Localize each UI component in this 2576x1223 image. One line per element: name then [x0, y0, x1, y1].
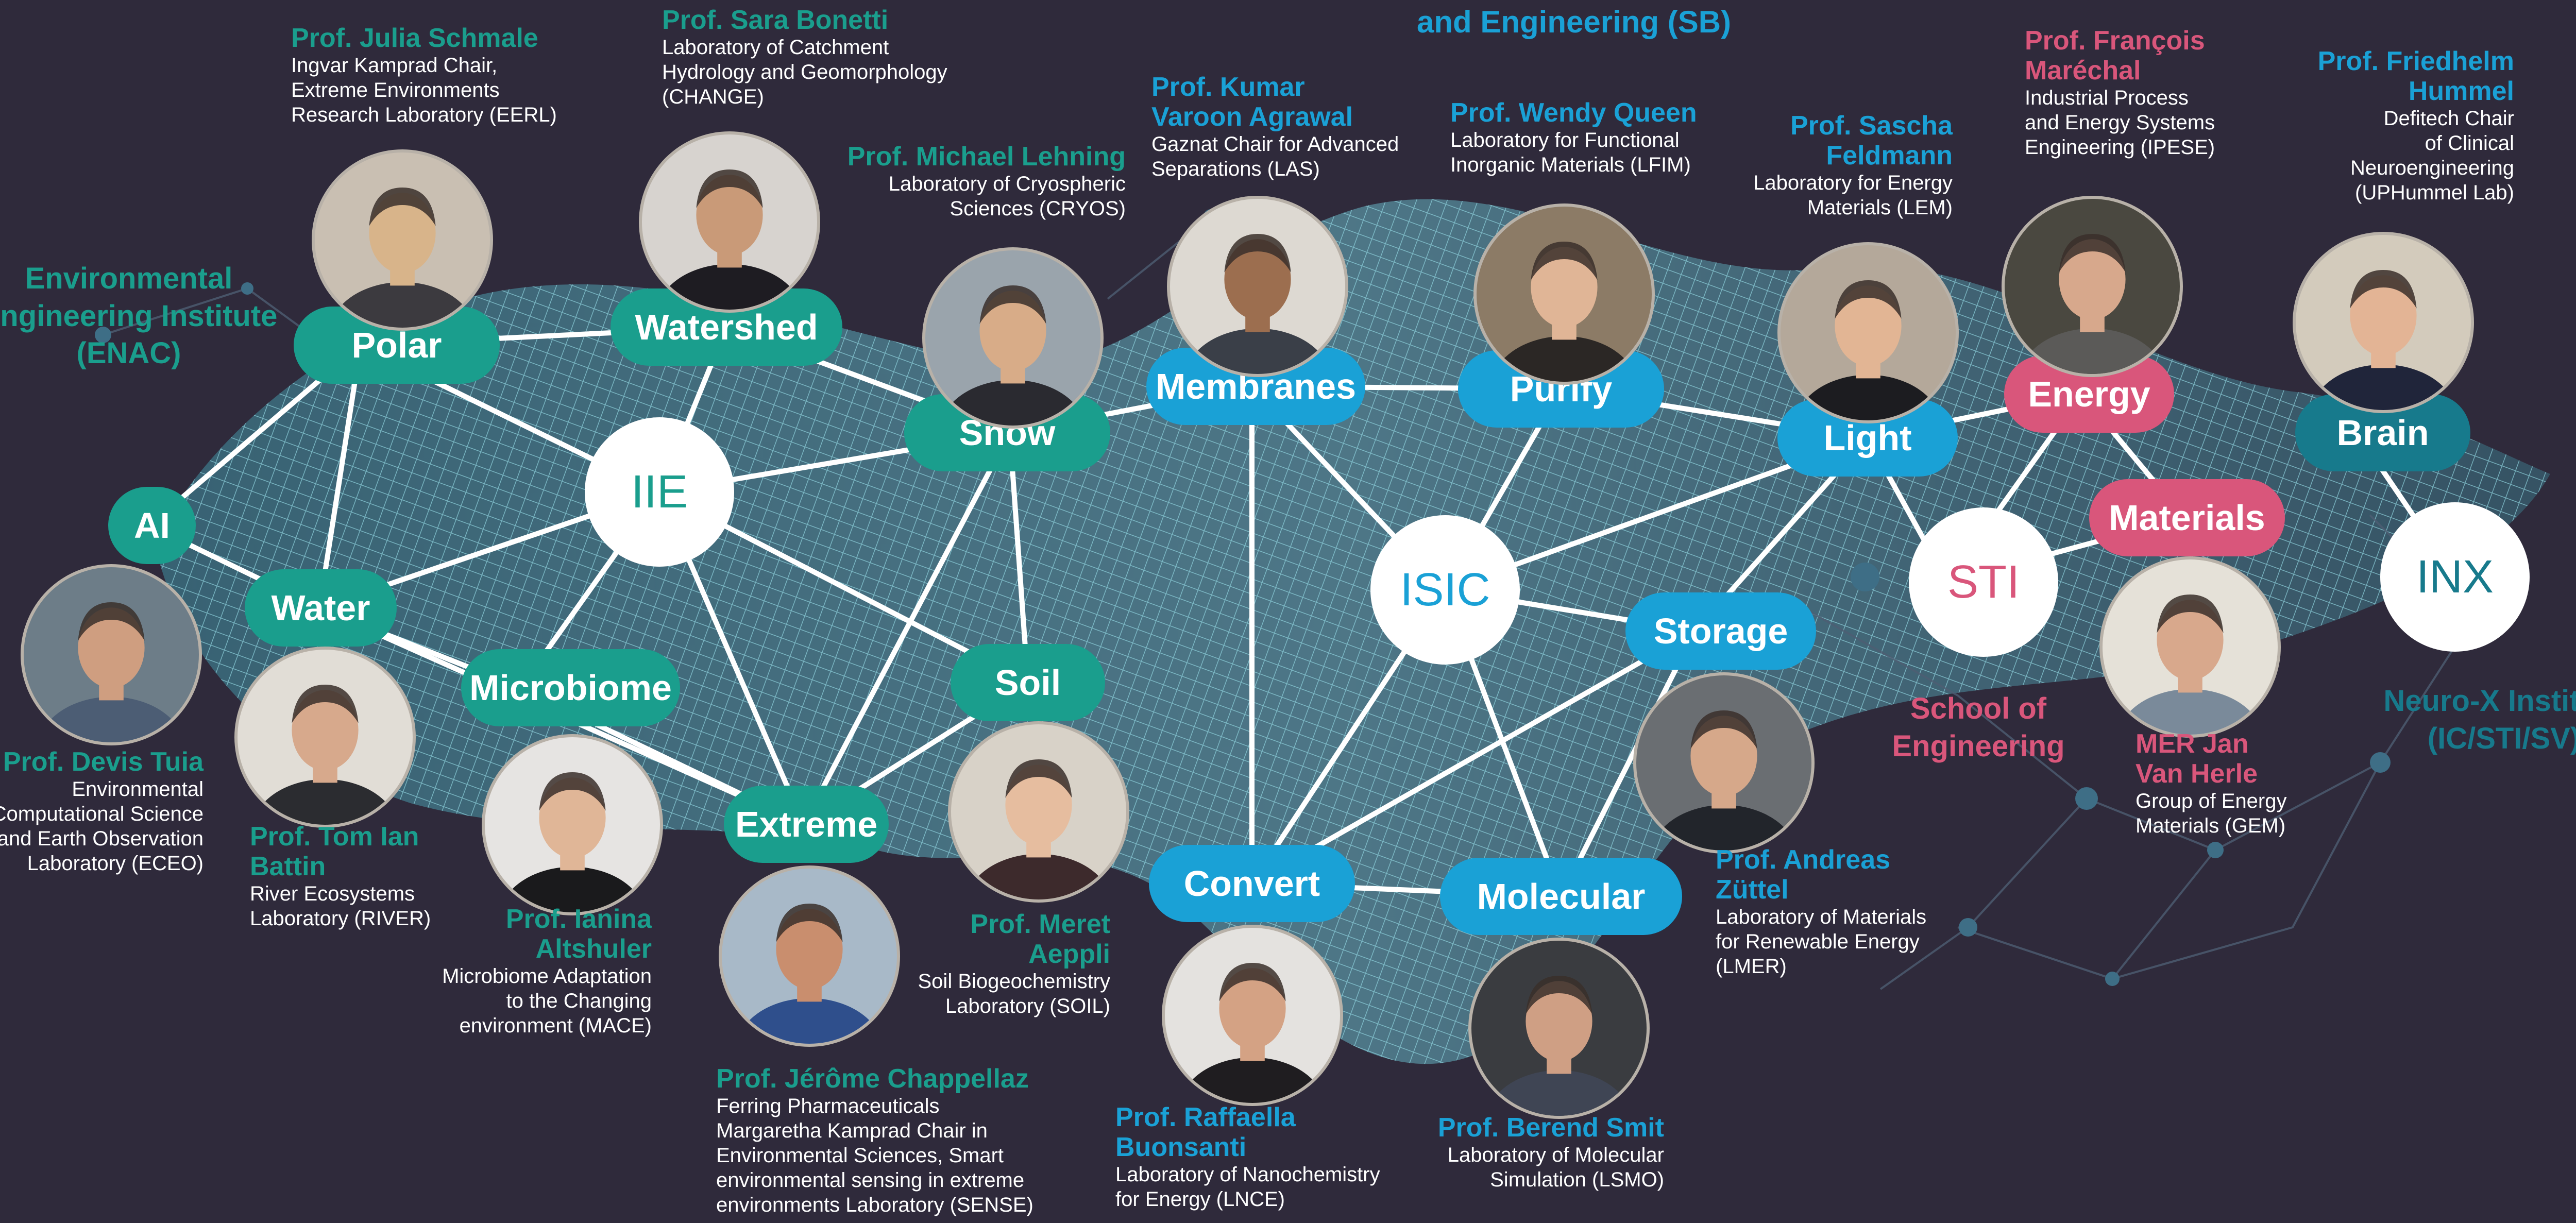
person-icon — [1170, 199, 1345, 374]
person-icon — [485, 737, 660, 912]
topic-convert[interactable]: Convert — [1149, 845, 1355, 922]
portrait-schmale — [312, 149, 493, 331]
topic-water[interactable]: Water — [245, 569, 397, 647]
topic-materials[interactable]: Materials — [2089, 479, 2285, 556]
person-icon — [238, 650, 413, 825]
portrait-zuttel — [1633, 672, 1815, 854]
portrait-aeppli — [948, 721, 1129, 903]
portrait-buonsanti — [1162, 925, 1343, 1106]
portrait-chappellaz — [719, 865, 900, 1047]
portrait-bonetti — [639, 131, 820, 313]
institute-label-sti: School of Engineering — [1892, 692, 2065, 763]
portrait-altshuler — [482, 734, 663, 915]
topic-storage[interactable]: Storage — [1625, 592, 1816, 670]
person-icon — [642, 134, 817, 310]
topic-ai[interactable]: AI — [108, 487, 196, 564]
person-icon — [925, 250, 1100, 426]
person-icon — [1165, 928, 1340, 1103]
portrait-lehning — [922, 247, 1104, 429]
person-icon — [722, 869, 897, 1044]
person-icon — [951, 724, 1126, 899]
person-icon — [1781, 245, 1956, 420]
person-icon — [24, 567, 199, 742]
school-label: and Engineering (SB) — [1417, 5, 1732, 39]
topic-extreme[interactable]: Extreme — [724, 786, 889, 863]
topic-polar[interactable]: Polar — [294, 307, 500, 384]
institute-label-enac: Environmental Engineering Institute (ENA… — [0, 262, 278, 370]
hub-iie[interactable]: IIE — [585, 417, 734, 567]
portrait-agrawal — [1167, 196, 1348, 377]
hub-isic[interactable]: ISIC — [1370, 515, 1520, 665]
person-icon — [1471, 941, 1647, 1116]
person-icon — [1477, 207, 1652, 382]
portrait-marechal — [2002, 196, 2183, 377]
person-icon — [2103, 559, 2278, 735]
person-icon — [2296, 235, 2471, 410]
topic-soil[interactable]: Soil — [951, 644, 1105, 721]
topic-molecular[interactable]: Molecular — [1440, 858, 1682, 935]
portrait-smit — [1468, 938, 1650, 1119]
portrait-vanherle — [2099, 556, 2281, 738]
portrait-battin — [234, 647, 416, 828]
hub-sti[interactable]: STI — [1909, 507, 2058, 657]
portrait-feldmann — [1777, 242, 1959, 423]
portrait-hummel — [2293, 232, 2474, 413]
hub-inx[interactable]: INX — [2380, 502, 2530, 652]
person-icon — [2005, 199, 2180, 374]
person-icon — [315, 152, 490, 328]
topic-microbiome[interactable]: Microbiome — [461, 649, 680, 726]
institute-label-neurox: Neuro-X Institute (IC/STI/SV) — [2383, 684, 2576, 755]
portrait-tuia — [21, 564, 202, 745]
portrait-queen — [1473, 203, 1655, 385]
person-icon — [1636, 675, 1811, 851]
